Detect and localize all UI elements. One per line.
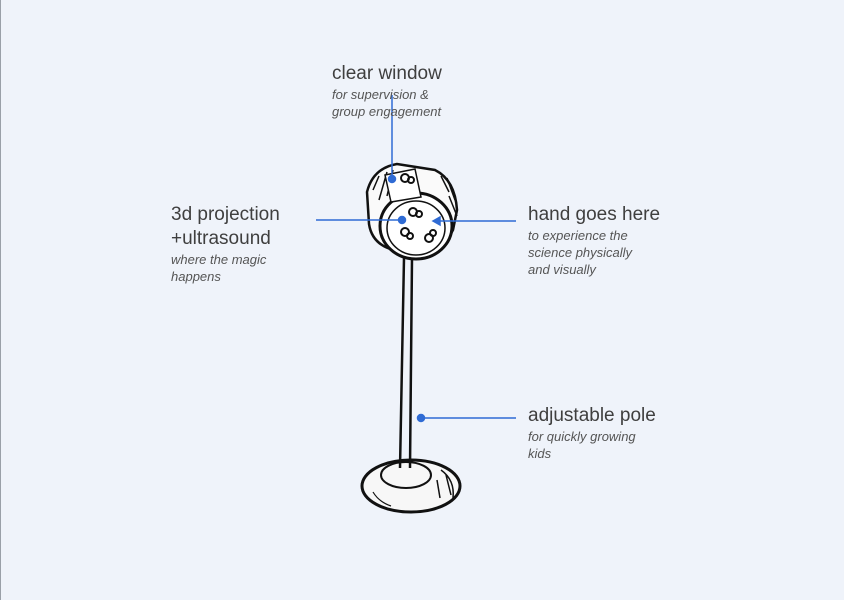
callout-title: +ultrasound (171, 228, 271, 249)
callout-subtitle: for supervision & (332, 87, 429, 102)
callout-hand: hand goes here to experience the science… (528, 203, 660, 278)
head (365, 162, 459, 261)
callout-subtitle: happens (171, 269, 221, 284)
callout-subtitle: where the magic (171, 252, 267, 267)
marker-dot (387, 174, 397, 184)
callout-title: hand goes here (528, 204, 661, 225)
callout-subtitle: kids (528, 446, 552, 461)
marker-dot (416, 413, 426, 423)
callout-lines (316, 95, 516, 423)
projection-window (378, 191, 454, 261)
callout-title: adjustable pole (528, 405, 656, 426)
callout-subtitle: group engagement (332, 104, 442, 119)
callout-title: 3d projection (171, 204, 280, 225)
callout-projection: 3d projection +ultrasound where the magi… (171, 203, 280, 285)
callout-subtitle: for quickly growing (528, 429, 636, 444)
arrow-icon (431, 215, 441, 227)
callout-title: clear window (332, 63, 442, 84)
callout-subtitle: and visually (528, 262, 596, 277)
callout-subtitle: to experience the (528, 228, 628, 243)
pole (398, 257, 414, 469)
marker-dot (397, 215, 407, 225)
callout-pole: adjustable pole for quickly growing kids (528, 404, 656, 462)
callout-subtitle: science physically (528, 245, 633, 260)
callout-clear-window: clear window for supervision & group eng… (332, 62, 442, 120)
base-top (380, 461, 432, 489)
device-illustration (360, 162, 462, 514)
